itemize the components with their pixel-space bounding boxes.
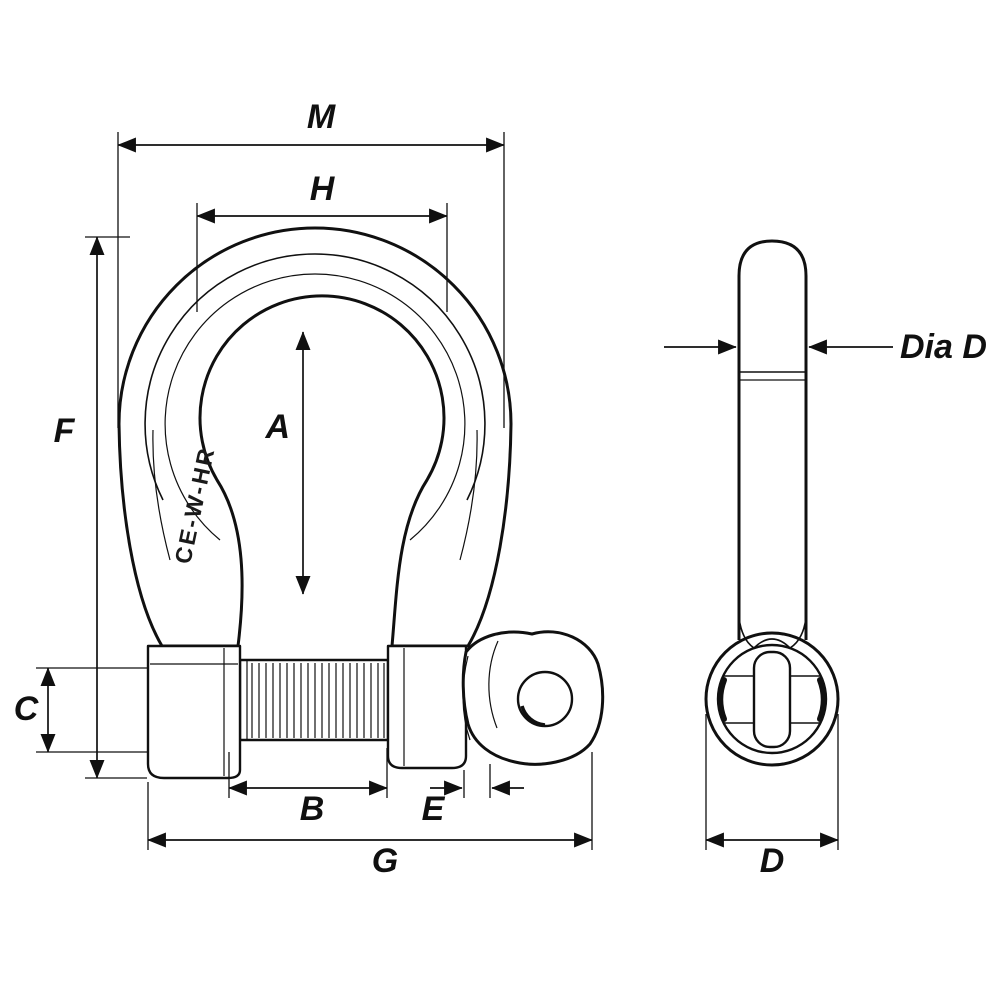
shackle-front-view: CE-W-HR (117, 226, 605, 780)
bow-inner-contour (164, 273, 466, 541)
left-boss-body (146, 644, 242, 780)
side-shade-left (717, 677, 727, 722)
pin-head-eye-hole (516, 670, 574, 728)
dim-h-label: H (310, 170, 336, 208)
side-cusp-right (789, 617, 807, 649)
dimension-a: A (264, 331, 311, 595)
right-boss (386, 644, 468, 770)
dim-d-label: D (760, 842, 785, 880)
dimension-g: G (147, 752, 593, 880)
bow-body (117, 226, 513, 648)
dim-diad-label: Dia D (900, 328, 987, 366)
bow-highlight-contour (144, 253, 486, 501)
pin-knurl-texture (251, 663, 385, 738)
dimension-e: E (422, 764, 524, 828)
shackle-side-view (704, 239, 840, 767)
left-boss (146, 644, 242, 780)
bow-left-limb-shade (152, 429, 171, 561)
dim-f-label: F (54, 412, 76, 450)
dim-g-label: G (372, 842, 398, 880)
eye-hole-shade (520, 705, 546, 727)
side-cusp-left (738, 617, 755, 649)
side-bar (737, 239, 808, 640)
pin-shaft (238, 658, 390, 742)
dim-a-label: A (264, 408, 290, 446)
dimension-h: H (196, 170, 448, 312)
side-crown (753, 638, 791, 649)
pin-head-neck-contour (462, 655, 471, 741)
dimensions: M H A F C (14, 98, 987, 880)
side-shade-right (817, 677, 827, 722)
dimension-d: D (705, 714, 839, 880)
dimension-dia-d: Dia D (664, 328, 987, 366)
dimension-b: B (228, 748, 388, 828)
pin-head (461, 630, 605, 766)
dim-m-label: M (307, 98, 336, 136)
dim-e-label: E (422, 790, 446, 828)
dim-b-label: B (300, 790, 325, 828)
shackle-pin (238, 658, 390, 742)
side-pin-end (752, 650, 792, 749)
dimension-f: F (54, 236, 147, 779)
dimension-c: C (14, 667, 147, 753)
dim-c-label: C (14, 690, 39, 728)
right-boss-body (386, 644, 468, 770)
pin-head-face-contour (488, 640, 499, 729)
bow-right-limb-shade (459, 429, 478, 561)
dimension-m: M (117, 98, 505, 428)
